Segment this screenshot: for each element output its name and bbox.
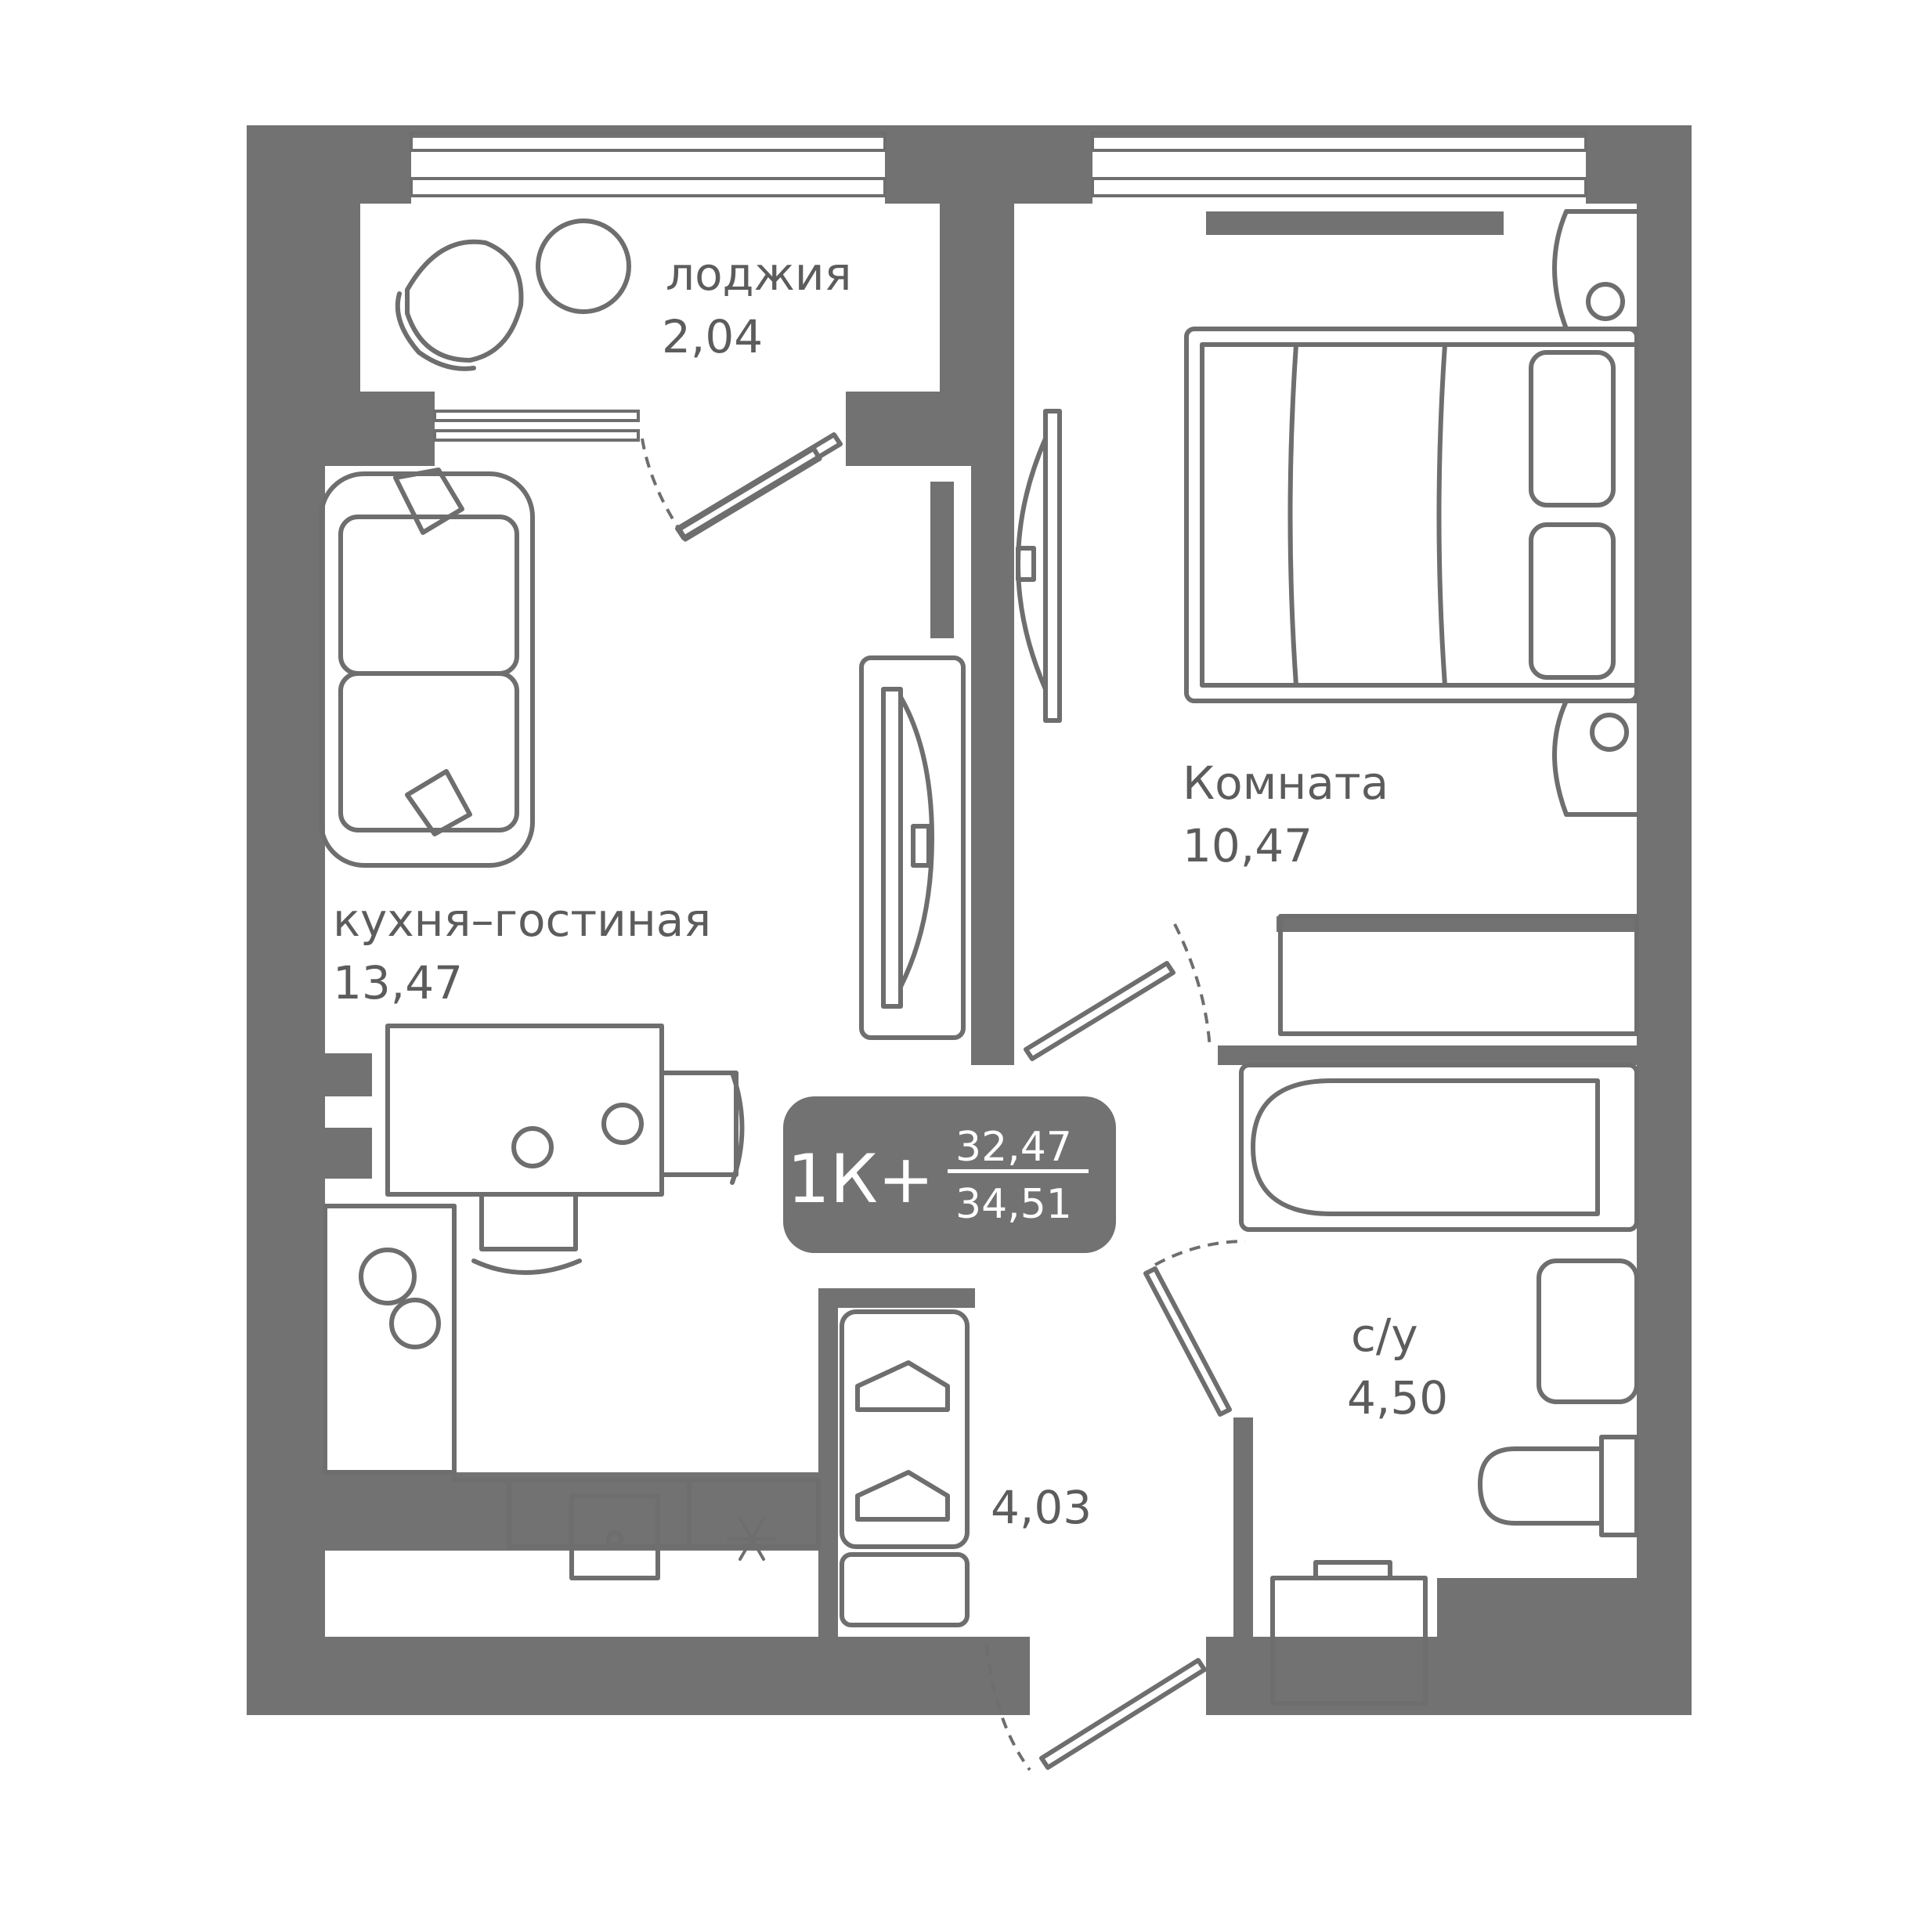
doors — [641, 432, 1246, 1771]
bedroom-name: Комната — [1183, 757, 1389, 810]
bedroom-area: 10,47 — [1183, 819, 1313, 872]
loggia-name: лоджия — [666, 247, 852, 301]
kitchen-name: кухня–гостиная — [333, 894, 711, 947]
walls — [247, 125, 1692, 1715]
apartment-badge: 1К+ 32,47 34,51 — [783, 1096, 1116, 1253]
bath-area: 4,50 — [1347, 1371, 1448, 1425]
hall-area: 4,03 — [991, 1481, 1092, 1534]
windows — [410, 132, 1587, 442]
kitchen-area: 13,47 — [333, 956, 463, 1009]
loggia-area: 2,04 — [662, 310, 763, 363]
total-area: 34,51 — [955, 1181, 1072, 1228]
bath-name: с/у — [1351, 1309, 1418, 1362]
living-area: 32,47 — [955, 1124, 1072, 1171]
room-labels: лоджия 2,04 кухня–гостиная 13,47 Комната… — [333, 247, 1448, 1534]
apartment-type: 1К+ — [787, 1140, 934, 1219]
furniture — [319, 209, 1639, 1706]
